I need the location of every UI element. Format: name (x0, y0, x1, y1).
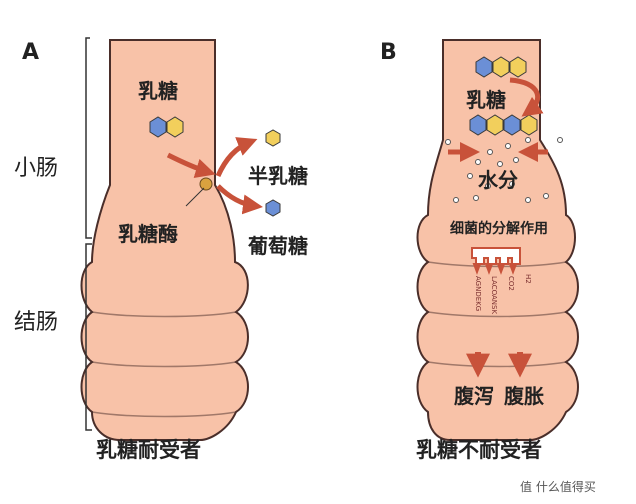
hex-b2 (492, 56, 510, 78)
label-bacteria-action: 细菌的分解作用 (450, 221, 548, 237)
hex-b5 (486, 114, 504, 136)
gas-label-3: LACOANSK (490, 276, 498, 315)
gas-label-1: H2 (524, 274, 532, 284)
lactose-hex-yellow (166, 116, 184, 138)
hex-b6 (503, 114, 521, 136)
arrow-lactose-to-enzyme (166, 152, 216, 179)
bracket-colon (85, 243, 92, 431)
hex-b4 (469, 114, 487, 136)
gas-label-2: CO2 (507, 276, 515, 291)
lactase-enzyme (199, 177, 213, 191)
arrow-lactose-b (509, 77, 544, 117)
panel-b-letter: B (380, 40, 397, 65)
hex-b1 (475, 56, 493, 78)
label-water: 水分 (478, 168, 518, 192)
intestine-a (80, 39, 249, 441)
label-colon: 结肠 (14, 310, 59, 335)
label-glucose: 葡萄糖 (248, 234, 308, 258)
lactose-hex-blue (149, 116, 167, 138)
gas-label-4: AGNDEKG (474, 276, 482, 312)
label-lactose-b: 乳糖 (466, 88, 506, 112)
intestine-b (416, 39, 579, 441)
label-lactase: 乳糖酶 (118, 222, 178, 246)
glucose-hex (265, 199, 281, 217)
label-lactose-a: 乳糖 (138, 79, 178, 103)
arrow-to-galactose (215, 137, 258, 178)
label-bloating: 腹胀 (504, 384, 544, 408)
hex-b3 (509, 56, 527, 78)
label-galactose: 半乳糖 (248, 164, 308, 188)
caption-a: 乳糖耐受者 (96, 438, 201, 462)
label-diarrhea: 腹泻 (454, 384, 494, 408)
label-small-intestine: 小肠 (14, 156, 59, 181)
hex-b7 (520, 114, 538, 136)
galactose-hex (265, 129, 281, 147)
bacteria-arrows (471, 247, 521, 275)
watermark: 值 什么值得买 (520, 480, 596, 494)
caption-b: 乳糖不耐受者 (416, 438, 542, 462)
panel-a-letter: A (22, 40, 40, 65)
arrow-to-glucose (216, 184, 263, 215)
bracket-small-intestine (85, 37, 92, 239)
